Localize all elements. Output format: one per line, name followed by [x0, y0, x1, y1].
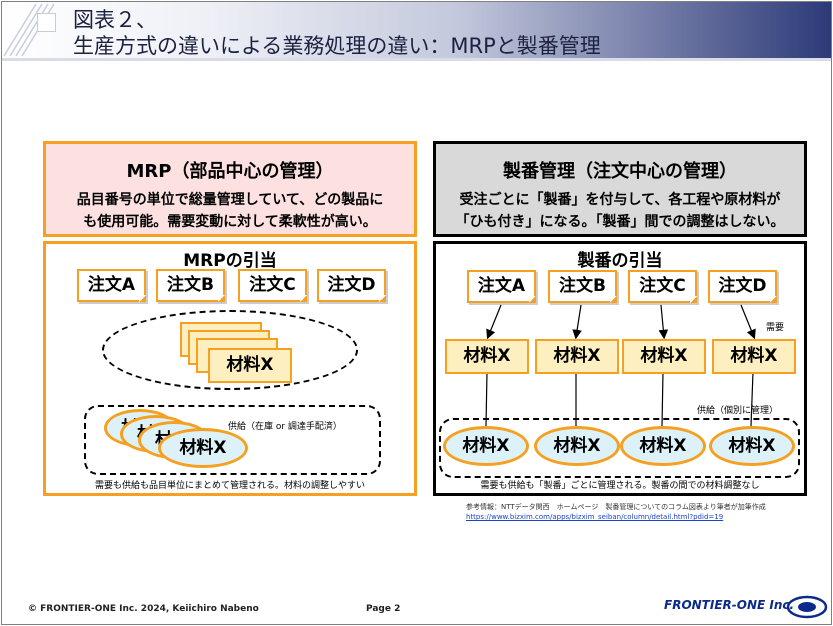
reference-text: 参考情報：NTTデータ関西 ホームページ 製番管理についてのコラム図表より筆者が… [466, 503, 766, 511]
seiban-demand-material-b: 材料X [535, 339, 619, 374]
seiban-demand-material-c: 材料X [622, 339, 706, 374]
seiban-allocation-panel [433, 241, 807, 496]
mrp-title: MRP（部品中心の管理） [126, 161, 334, 182]
figure-number: 図表２、 [73, 8, 157, 32]
seiban-header-box: 製番管理（注文中心の管理） 受注ごとに「製番」を付与して、各工程や原材料が 「ひ… [433, 141, 807, 237]
seiban-supply-pool [439, 418, 800, 478]
footer-copyright: © FRONTIER-ONE Inc. 2024, Keiichiro Nabe… [28, 604, 259, 614]
mrp-section-title: MRPの引当 [183, 251, 277, 271]
seiban-demand-label: 需要 [766, 323, 785, 333]
frontier-one-logo-icon [786, 595, 828, 619]
header-band [2, 2, 831, 58]
seiban-section-title: 製番の引当 [577, 251, 663, 271]
mrp-order-c: 注文C [238, 269, 307, 302]
seiban-title: 製番管理（注文中心の管理） [503, 161, 737, 182]
mrp-supply-pool [84, 405, 381, 475]
mrp-desc-line2: も使用可能。需要変動に対して柔軟性が高い。 [83, 214, 377, 230]
seiban-connectors [485, 304, 756, 427]
mrp-demand-material: 材料X [208, 348, 292, 383]
seiban-order-d: 注文D [708, 270, 777, 303]
header-square-icon [38, 14, 55, 31]
mrp-desc-line1: 品目番号の単位で総量管理していて、どの製品に [76, 192, 384, 208]
header-stripes-icon [3, 3, 55, 57]
seiban-supply-material-d: 材料X [709, 426, 795, 466]
mrp-allocation-panel [43, 241, 417, 496]
mrp-footer-note: 需要も供給も品目単位にまとめて管理される。材料の調整しやすい [95, 481, 365, 491]
mrp-demand-pool [102, 310, 358, 390]
mrp-header-box: MRP（部品中心の管理） 品目番号の単位で総量管理していて、どの製品に も使用可… [43, 141, 417, 237]
seiban-footer-note: 需要も供給も「製番」ごとに管理される。製番の間での材料調整なし [480, 481, 760, 491]
page-title: 生産方式の違いによる業務処理の違い：MRPと製番管理 [73, 34, 601, 58]
footer-logo-text: FRONTIER-ONE Inc. [664, 598, 795, 612]
seiban-supply-material-b: 材料X [534, 426, 620, 466]
reference-link[interactable]: https://www.bizxim.com/apps/bizxim_seiba… [466, 513, 724, 521]
mrp-order-d: 注文D [317, 269, 386, 302]
mrp-supply-label: 供給（在庫 or 調達手配済） [228, 422, 342, 432]
seiban-order-c: 注文C [628, 270, 697, 303]
header-underline [2, 58, 831, 61]
seiban-supply-material-a: 材料X [443, 426, 529, 466]
seiban-supply-label: 供給（個別に管理） [697, 406, 779, 416]
seiban-order-a: 注文A [467, 270, 536, 303]
mrp-order-b: 注文B [156, 269, 225, 302]
seiban-desc-line2: 「ひも付き」になる。「製番」間での調整はしない。 [455, 214, 785, 230]
seiban-demand-material-a: 材料X [445, 339, 529, 374]
seiban-supply-material-c: 材料X [620, 426, 706, 466]
seiban-order-b: 注文B [548, 270, 617, 303]
mrp-supply-material: 材料X [158, 428, 248, 468]
seiban-desc-line1: 受注ごとに「製番」を付与して、各工程や原材料が [459, 192, 781, 208]
mrp-order-a: 注文A [77, 269, 146, 302]
seiban-demand-material-d: 材料X [712, 339, 796, 374]
footer-page-number: Page 2 [366, 604, 401, 614]
